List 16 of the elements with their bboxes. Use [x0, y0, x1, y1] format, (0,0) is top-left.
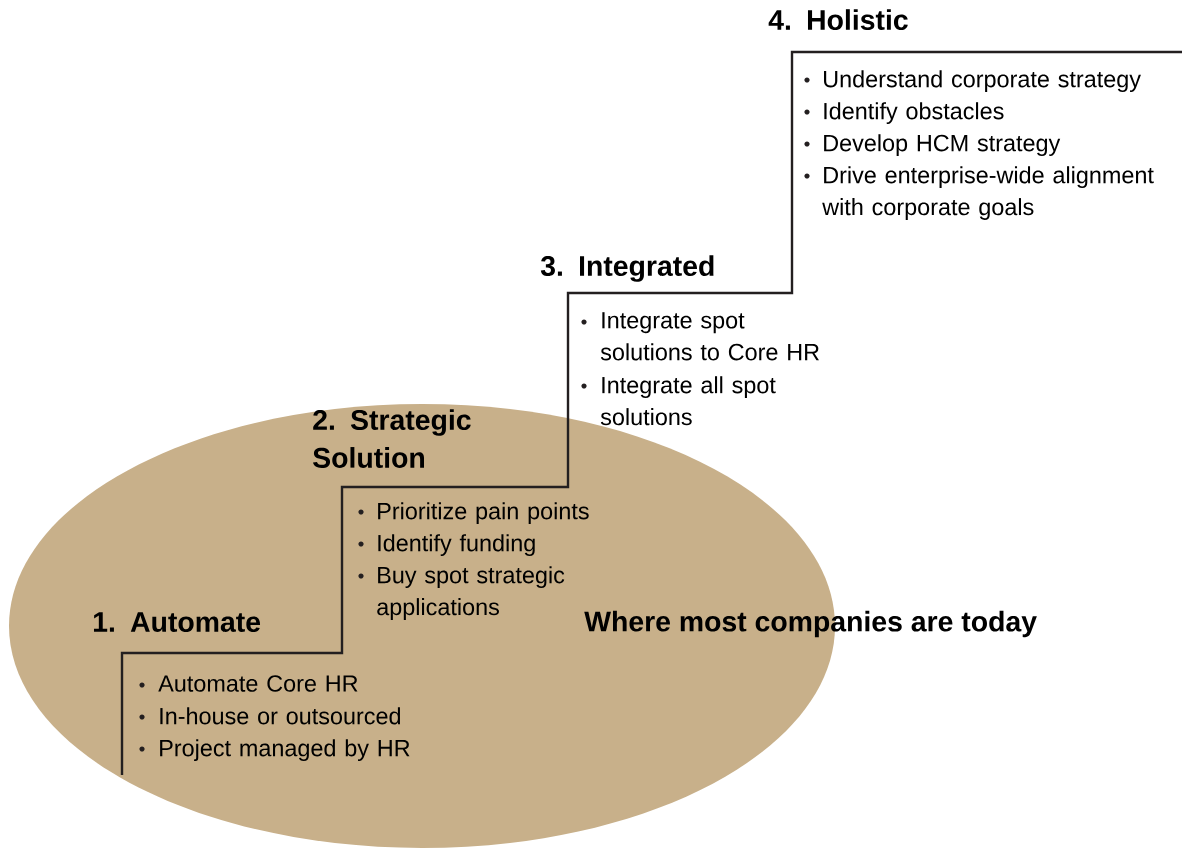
stage-heading: 1. Automate: [94, 612, 261, 632]
stage-heading: 2. Strategic Solution: [313, 409, 471, 468]
bullet-item: Integrate all spot solutions: [600, 376, 776, 426]
bullet-item: Drive enterprise-wide alignment with corporate goals: [822, 166, 1154, 220]
bullet-item: Integrate spot solutions to Core HR: [600, 312, 819, 361]
stage-heading: 4. Holistic: [768, 9, 908, 31]
bullet-item: Project managed by HR: [160, 739, 410, 761]
bullet-item: Develop HCM strategy: [824, 134, 1061, 156]
bullet-item: Buy spot strategic applications: [377, 566, 565, 620]
bullet-item: Understand corporate strategy: [824, 70, 1141, 92]
bullet-item: Identify obstacles: [824, 102, 1004, 124]
bullet-item: Identify funding: [378, 534, 535, 556]
bullet-item: In-house or outsourced: [160, 707, 401, 725]
stage-heading: 3. Integrated: [540, 255, 714, 282]
bullet-item: Automate Core HR: [158, 675, 358, 692]
bullet-item: Prioritize pain points: [378, 502, 589, 524]
